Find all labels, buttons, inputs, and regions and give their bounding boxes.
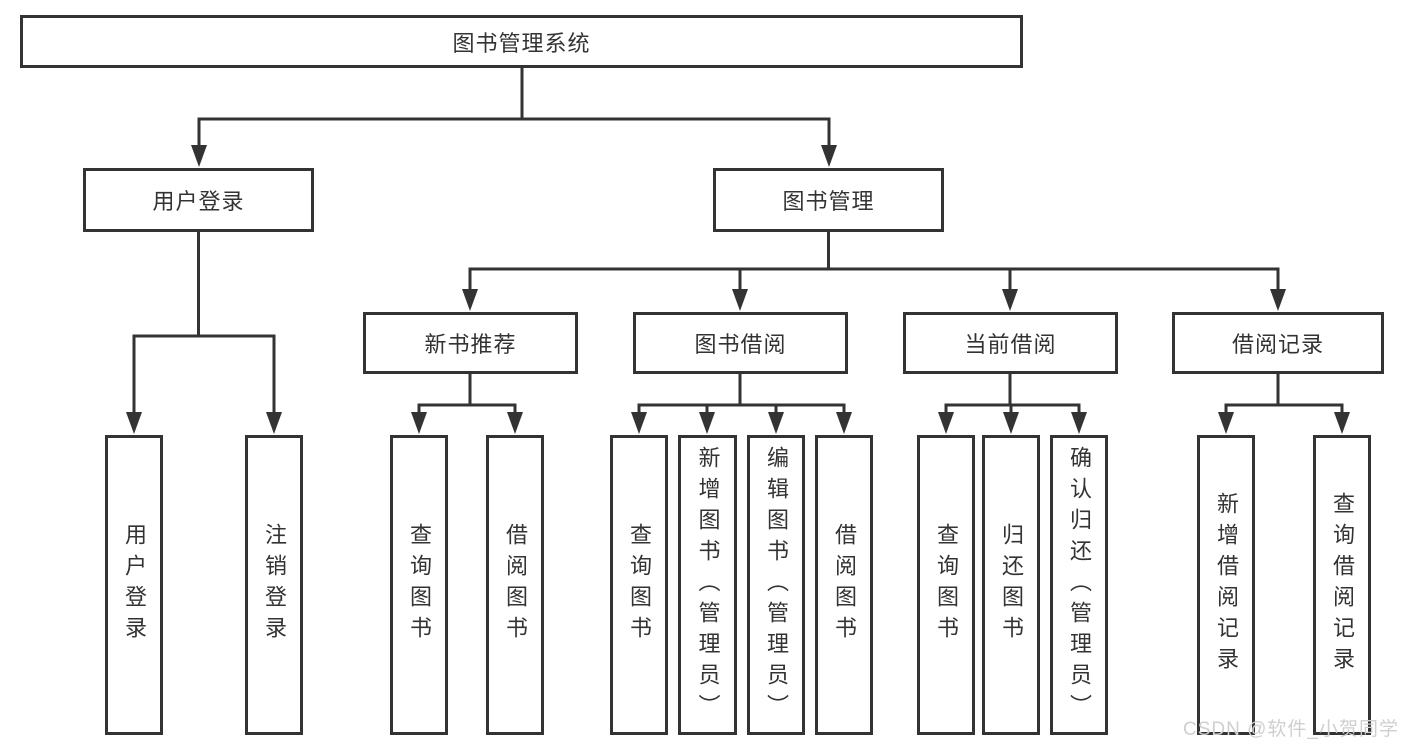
node-label: 图书管理系统: [452, 30, 591, 56]
node-label: 用户登录: [152, 189, 245, 214]
node-current-borrow: 当前借阅: [903, 312, 1118, 374]
node-label: 注销登录: [262, 523, 287, 647]
node-bb-borrow: 借阅图书: [815, 435, 873, 735]
node-label: 查询图书: [407, 523, 432, 647]
node-login: 用户登录: [105, 435, 163, 735]
node-label: 编辑图书（管理员）: [764, 445, 789, 725]
node-label: 借阅记录: [1231, 332, 1324, 357]
node-user-login: 用户登录: [83, 168, 314, 232]
node-book-borrow: 图书借阅: [633, 312, 848, 374]
node-cb-query: 查询图书: [917, 435, 975, 735]
node-borrow-record: 借阅记录: [1172, 312, 1384, 374]
node-label: 图书管理: [782, 189, 875, 214]
node-nb-borrow: 借阅图书: [486, 435, 544, 735]
node-label: 新增借阅记录: [1214, 492, 1239, 678]
node-bb-query: 查询图书: [610, 435, 668, 735]
node-label: 归还图书: [999, 523, 1024, 647]
node-label: 新增图书（管理员）: [695, 445, 721, 725]
node-new-book-rec: 新书推荐: [363, 312, 578, 374]
node-cb-return: 归还图书: [982, 435, 1040, 735]
node-label: 查询图书: [934, 523, 959, 647]
node-nb-query: 查询图书: [390, 435, 448, 735]
node-cb-confirm: 确认归还（管理员）: [1050, 435, 1108, 735]
node-label: 借阅图书: [503, 523, 528, 647]
node-label: 新书推荐: [424, 332, 517, 357]
node-br-add: 新增借阅记录: [1197, 435, 1255, 735]
node-label: 图书借阅: [694, 332, 787, 357]
node-label: 查询图书: [627, 523, 652, 647]
node-bb-edit: 编辑图书（管理员）: [747, 435, 805, 735]
node-root: 图书管理系统: [20, 15, 1023, 68]
node-label: 查询借阅记录: [1330, 492, 1355, 678]
node-label: 借阅图书: [832, 523, 857, 647]
node-br-query: 查询借阅记录: [1313, 435, 1371, 735]
node-label: 确认归还（管理员）: [1067, 445, 1092, 725]
node-book-mgmt: 图书管理: [713, 168, 944, 232]
node-logout: 注销登录: [245, 435, 303, 735]
node-label: 当前借阅: [964, 332, 1057, 357]
node-bb-add: 新增图书（管理员）: [678, 435, 737, 735]
node-label: 用户登录: [122, 523, 147, 647]
